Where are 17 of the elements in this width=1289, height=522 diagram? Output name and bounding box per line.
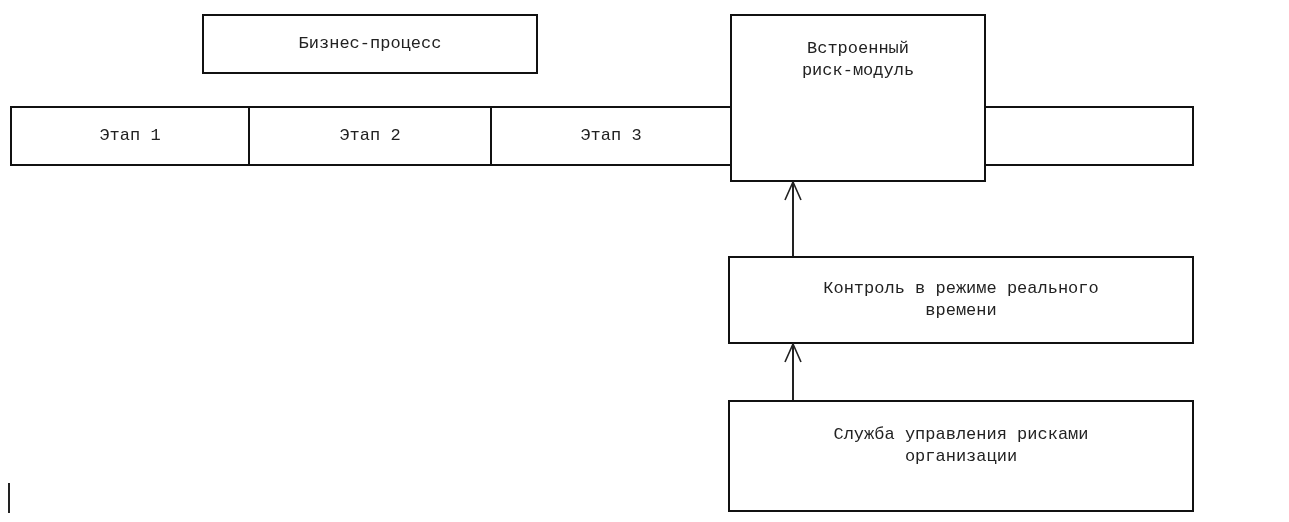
box-label: Встроенный риск-модуль [800, 38, 916, 83]
box-label: Служба управления рисками организации [832, 424, 1090, 469]
process-box [728, 256, 1194, 344]
box-label: Бизнес-процесс [298, 32, 442, 55]
process-box [10, 106, 250, 166]
arrow [784, 343, 802, 401]
empty-box [984, 106, 1194, 166]
process-box [248, 106, 492, 166]
box-label: Контроль в режиме реального времени [822, 277, 1100, 322]
process-box [490, 106, 732, 166]
process-box [730, 14, 986, 182]
box-label: Этап 1 [99, 124, 161, 147]
box-label: Этап 3 [580, 124, 642, 147]
process-box [202, 14, 538, 74]
arrow [784, 181, 802, 257]
process-box [728, 400, 1194, 512]
box-label: Этап 2 [339, 124, 401, 147]
